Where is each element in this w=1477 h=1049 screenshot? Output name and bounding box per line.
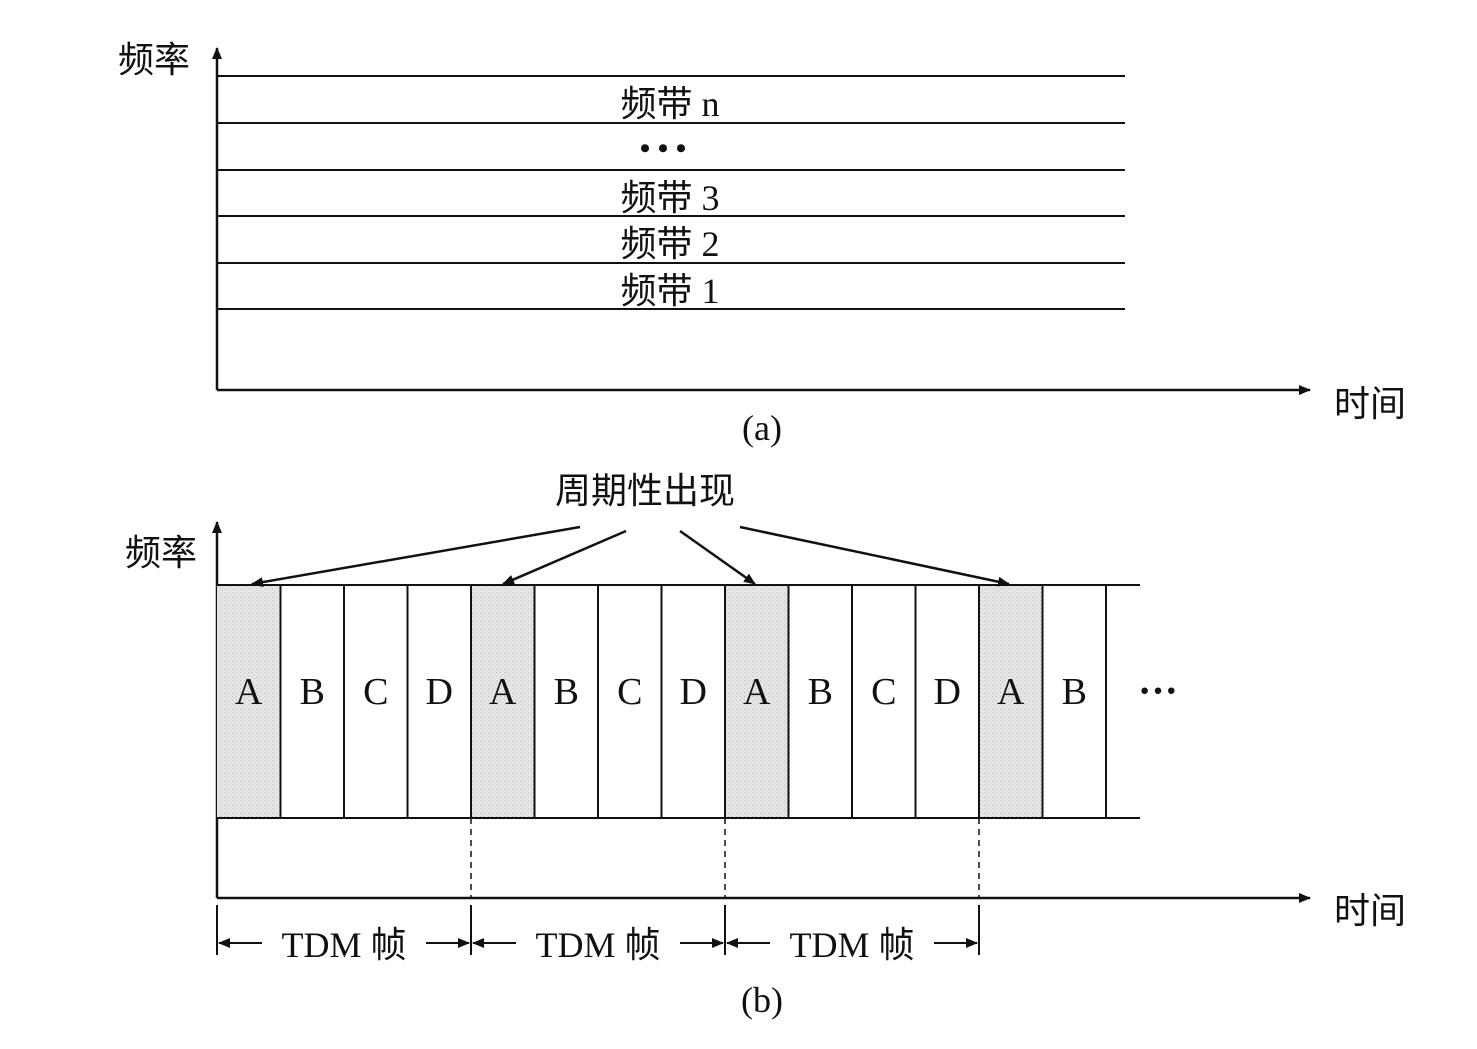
panel-a-x-axis-label: 时间 [1334, 384, 1406, 425]
slot-label: B [1062, 671, 1087, 713]
band-label: 频带 3 [620, 178, 719, 218]
slot-label: B [300, 671, 325, 713]
slot-label: D [680, 671, 707, 713]
band-label: 频带 1 [620, 271, 719, 311]
tdm-frame-label: TDM 帧 [536, 925, 661, 965]
tdm-frame-label: TDM 帧 [790, 925, 915, 965]
periodic-annotation: 周期性出现 [555, 471, 735, 512]
panel-b-x-axis-label: 时间 [1334, 891, 1406, 932]
slot-label: A [235, 671, 263, 713]
tdm-frame-label: TDM 帧 [282, 925, 407, 965]
slot-label: C [617, 671, 642, 713]
panel-b-y-axis-label: 频率 [125, 533, 197, 574]
slot-highlight [217, 585, 281, 818]
periodic-arrow [679, 529, 756, 586]
slot-highlight [979, 585, 1043, 818]
slot-highlight [725, 585, 789, 818]
frame-separators [470, 818, 980, 898]
slot-label: A [997, 671, 1025, 713]
slot-label: B [554, 671, 579, 713]
slot-label: C [871, 671, 896, 713]
periodic-arrow [502, 529, 627, 586]
panel-a-y-axis-label: 频率 [118, 40, 190, 81]
slot-label: C [363, 671, 388, 713]
band-label: 频带 n [620, 84, 719, 124]
panel-b-caption: (b) [741, 980, 783, 1020]
frame-brackets [216, 905, 980, 955]
periodic-arrow [739, 525, 1010, 587]
periodic-arrows [251, 525, 1010, 588]
slot-label: D [426, 671, 453, 713]
periodic-arrow [251, 525, 581, 588]
slot-label: A [743, 671, 771, 713]
band-lines [217, 75, 1125, 310]
slot-label: D [934, 671, 961, 713]
panel-a-caption: (a) [742, 408, 782, 448]
continuation-ellipsis: ··· [1138, 668, 1178, 713]
slot-label: A [489, 671, 517, 713]
slot-label: B [808, 671, 833, 713]
slot-highlight [471, 585, 535, 818]
band-ellipsis: • • • [640, 132, 687, 165]
band-label: 频带 2 [620, 224, 719, 264]
panel-a: 频率 时间 频带 n • • • 频带 3 频带 2 频带 1 (a) [118, 40, 1406, 448]
